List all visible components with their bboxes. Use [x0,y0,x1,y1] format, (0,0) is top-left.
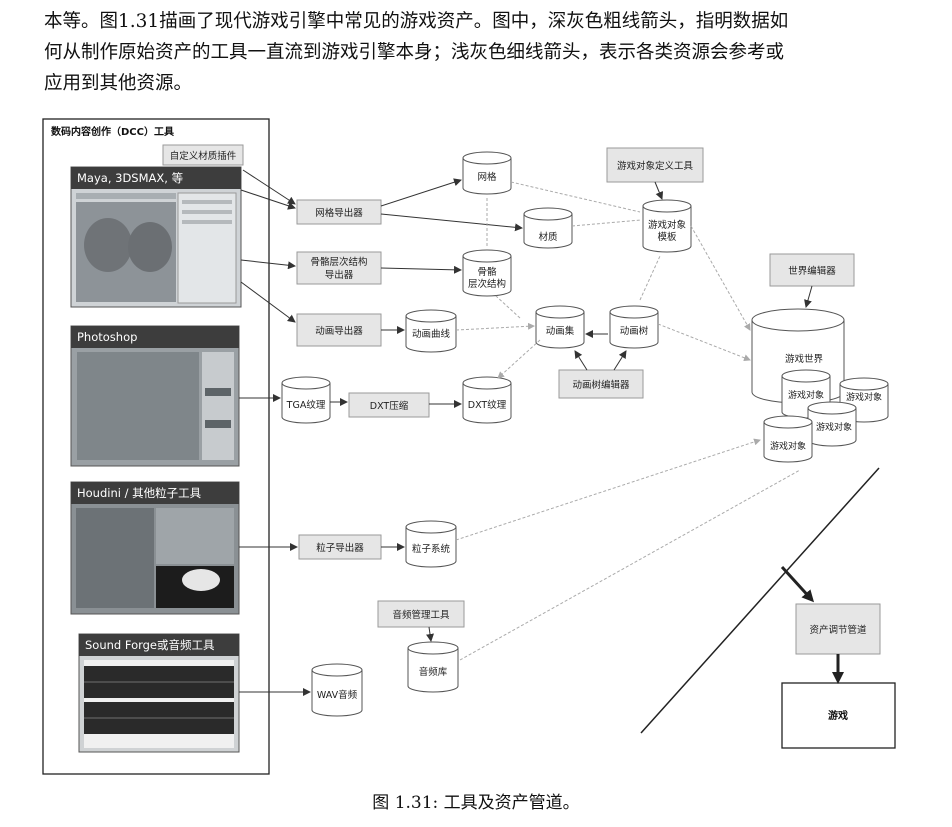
soundforge-label: Sound Forge或音频工具 [85,638,215,652]
dcc-tools-frame [42,118,270,775]
obj-template-cylinder: 游戏对象 模板 [642,199,692,253]
obj-def-tool-label: 游戏对象定义工具 [617,160,694,172]
soundforge-panel: Sound Forge或音频工具 [78,633,240,753]
game-object-d: 游戏对象 [763,415,813,463]
particle-cylinder: 粒子系统 [405,520,457,568]
paragraph-line-1: 本等。图1.31描画了现代游戏引擎中常见的游戏资产。图中，深灰色粗线箭头，指明数… [44,11,789,32]
game-object-d-label: 游戏对象 [770,440,806,452]
audio-mgr-label: 音频管理工具 [392,609,450,621]
photoshop-panel: Photoshop [70,325,240,467]
game-object-c: 游戏对象 [807,401,857,447]
world-editor-box [769,253,855,287]
conditioning-label: 资产调节管道 [809,624,867,636]
wav-label: WAV音频 [317,689,358,701]
head-model-2 [128,222,172,272]
obj-template-label-1: 游戏对象 [648,219,687,231]
head-model-1 [84,218,132,272]
material-cylinder: 材质 [523,207,573,249]
anim-exporter-label: 动画导出器 [315,325,363,337]
anim-curve-cylinder: 动画曲线 [405,309,457,353]
material-plugin-label: 自定义材质插件 [170,150,237,162]
material-label: 材质 [538,231,558,243]
figure-caption: 图 1.31: 工具及资产管道。 [372,793,580,813]
engine-boundary-line [640,467,880,734]
world-label: 游戏世界 [785,353,824,365]
tga-label: TGA纹理 [286,399,326,411]
anim-exporter-box [296,313,382,347]
game-box [781,682,896,749]
anim-tree-editor-box [558,369,644,399]
houdini-label: Houdini / 其他粒子工具 [77,486,202,500]
audio-bank-label: 音频库 [419,666,448,678]
dxt-label: DXT纹理 [468,399,507,411]
maya-label: Maya, 3DSMAX, 等 [77,171,183,185]
obj-template-label-2: 模板 [657,231,677,243]
particle-label: 粒子系统 [412,543,451,555]
tga-cylinder: TGA纹理 [281,376,331,424]
anim-tree-cylinder: 动画树 [609,305,659,349]
game-object-b-label: 游戏对象 [846,391,882,403]
paragraph-line-2: 何从制作原始资产的工具一直流到游戏引擎本身；浅灰色细线箭头，表示各类资源会参考或 [44,42,785,63]
intro-paragraph: 本等。图1.31描画了现代游戏引擎中常见的游戏资产。图中，深灰色粗线箭头，指明数… [44,6,924,99]
game-label: 游戏 [828,709,848,722]
dxt-cylinder: DXT纹理 [462,376,512,424]
skeleton-cylinder: 骨骼 层次结构 [462,249,512,297]
wav-cylinder: WAV音频 [311,663,363,717]
dxt-compress-box [348,392,430,418]
skeleton-exporter-label-2: 导出器 [325,269,354,281]
dark-arrows [239,169,813,696]
photoshop-label: Photoshop [77,330,137,344]
anim-set-cylinder: 动画集 [535,305,585,349]
dcc-title: 数码内容创作（DCC）工具 [51,125,174,138]
skeleton-exporter-label-1: 骨骼层次结构 [310,256,367,268]
game-object-a-label: 游戏对象 [788,389,824,401]
mesh-cylinder: 网格 [462,151,512,195]
mesh-label: 网格 [477,171,497,183]
maya-panel: Maya, 3DSMAX, 等 [70,166,242,308]
skeleton-label-2: 层次结构 [468,278,506,290]
audio-bank-cylinder: 音频库 [407,641,459,693]
dxt-compress-label: DXT压缩 [370,400,409,412]
light-arrows [455,181,801,661]
houdini-panel: Houdini / 其他粒子工具 [70,481,240,615]
mesh-exporter-box [296,199,382,225]
anim-tree-editor-label: 动画树编辑器 [572,379,630,391]
into-conditioning-arrow [780,565,815,603]
audio-mgr-box [377,600,465,628]
game-object-c-label: 游戏对象 [816,421,852,433]
anim-set-label: 动画集 [546,325,575,337]
obj-def-tool-box [606,147,704,183]
conditioning-box [795,603,881,655]
anim-tree-label: 动画树 [620,325,649,337]
world-editor-label: 世界编辑器 [788,265,836,277]
anim-curve-label: 动画曲线 [412,328,451,340]
paragraph-line-3: 应用到其他资源。 [44,73,193,94]
particle-exporter-label: 粒子导出器 [316,542,364,554]
mesh-exporter-label: 网格导出器 [315,207,363,219]
skeleton-label-1: 骨骼 [477,266,497,278]
material-plugin-box [162,144,244,166]
